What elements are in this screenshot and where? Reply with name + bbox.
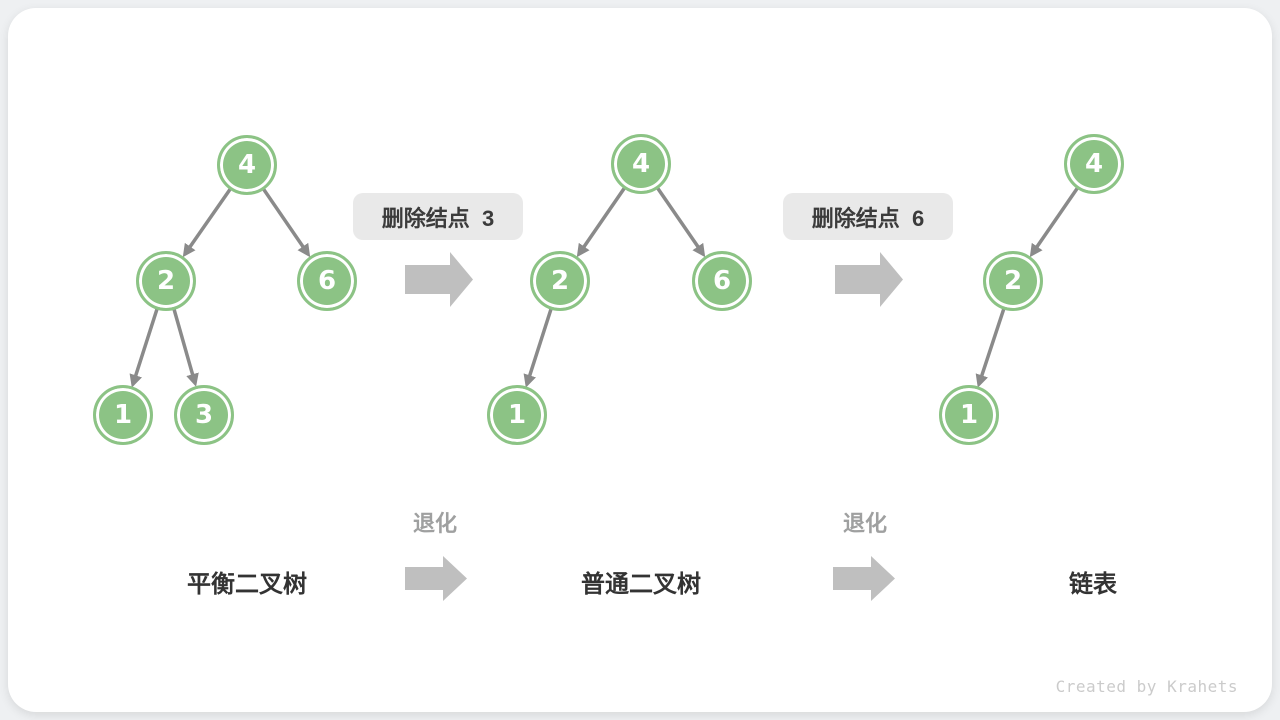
tree-node: 1 <box>93 385 153 445</box>
canvas-card <box>8 8 1272 712</box>
watermark-credit: Created by Krahets <box>1055 677 1238 696</box>
tree-node-value: 1 <box>507 400 527 430</box>
operation-label-delete-node-6: 删除结点 6 <box>783 193 953 240</box>
tree-node-value: 2 <box>1003 266 1023 296</box>
degrade-arrow-icon <box>833 556 895 601</box>
right-block-arrow-icon <box>835 252 903 307</box>
tree-node: 4 <box>1064 134 1124 194</box>
caption-ordinary-binary-tree: 普通二叉树 <box>581 571 701 598</box>
tree-node-value: 1 <box>113 400 133 430</box>
tree-node-value: 6 <box>712 266 732 296</box>
tree-node-value: 4 <box>237 150 257 180</box>
tree-node: 6 <box>297 251 357 311</box>
tree-node-value: 6 <box>317 266 337 296</box>
operation-label-delete-node-3: 删除结点 3 <box>353 193 523 240</box>
degrade-arrow-icon <box>405 556 467 601</box>
tree-node-value: 3 <box>194 400 214 430</box>
tree-node-value: 2 <box>550 266 570 296</box>
caption-balanced-binary-tree: 平衡二叉树 <box>187 571 307 598</box>
transition-arrows <box>405 252 903 601</box>
tree-node: 1 <box>487 385 547 445</box>
tree-node: 2 <box>530 251 590 311</box>
tree-node-value: 1 <box>959 400 979 430</box>
tree-node: 6 <box>692 251 752 311</box>
tree-node: 4 <box>611 134 671 194</box>
tree-node: 4 <box>217 135 277 195</box>
tree-node: 1 <box>939 385 999 445</box>
tree-node: 3 <box>174 385 234 445</box>
tree-node: 2 <box>983 251 1043 311</box>
caption-linked-list: 链表 <box>1069 571 1117 598</box>
tree-node: 2 <box>136 251 196 311</box>
right-block-arrow-icon <box>405 252 473 307</box>
degrade-label: 退化 <box>412 511 458 536</box>
tree-node-value: 4 <box>631 149 651 179</box>
degrade-label: 退化 <box>842 511 888 536</box>
tree-node-value: 2 <box>156 266 176 296</box>
tree-node-value: 4 <box>1084 149 1104 179</box>
